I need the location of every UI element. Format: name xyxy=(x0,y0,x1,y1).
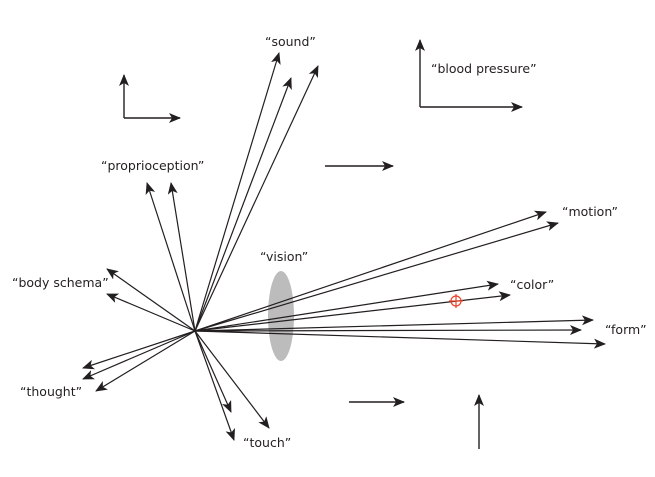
ray-group-form xyxy=(194,315,606,349)
ray-group-sound xyxy=(194,52,319,332)
ray-arrow-sound xyxy=(194,52,281,332)
ray-arrow-touch xyxy=(194,330,270,429)
label-vision: “vision” xyxy=(260,249,308,264)
label-body-schema: “body schema” xyxy=(12,275,109,290)
ray-group-body-schema xyxy=(106,268,196,332)
ray-arrow-touch xyxy=(194,330,232,413)
ray-arrow-sound xyxy=(194,77,292,332)
ray-arrow-thought xyxy=(95,330,196,392)
ray-group-thought xyxy=(82,330,196,392)
vision-ellipse xyxy=(268,271,294,361)
ray-arrow-thought xyxy=(82,330,196,370)
ray-group-touch xyxy=(194,330,270,441)
ray-arrow-body-schema xyxy=(106,268,196,332)
label-thought: “thought” xyxy=(20,384,82,399)
label-color: “color” xyxy=(510,277,554,292)
ray-arrow-color xyxy=(194,280,499,332)
ray-arrow-proprioception xyxy=(167,182,196,332)
label-sound: “sound” xyxy=(265,34,316,49)
ray-arrow-body-schema xyxy=(106,293,196,332)
ray-arrow-motion xyxy=(194,221,559,332)
label-proprioception: “proprioception” xyxy=(101,158,204,173)
crosshair-icon xyxy=(449,294,463,308)
ray-arrow-motion xyxy=(194,210,547,332)
ray-arrow-sound xyxy=(194,65,319,332)
ray-arrow-form xyxy=(194,325,582,336)
rays xyxy=(82,52,606,441)
left-axes xyxy=(119,74,181,123)
ray-arrow-thought xyxy=(82,330,196,380)
label-touch: “touch” xyxy=(243,435,291,450)
ray-group-motion xyxy=(194,210,559,332)
blood-pressure-axes xyxy=(415,39,523,112)
ray-group-proprioception xyxy=(145,182,196,332)
label-motion: “motion” xyxy=(562,204,618,219)
label-blood-pressure: “blood pressure” xyxy=(431,61,537,76)
label-form: “form” xyxy=(605,322,647,337)
ray-arrow-form xyxy=(194,315,594,332)
ray-arrow-touch xyxy=(194,330,236,441)
ray-arrow-proprioception xyxy=(145,182,196,332)
ray-arrow-form xyxy=(194,330,606,349)
